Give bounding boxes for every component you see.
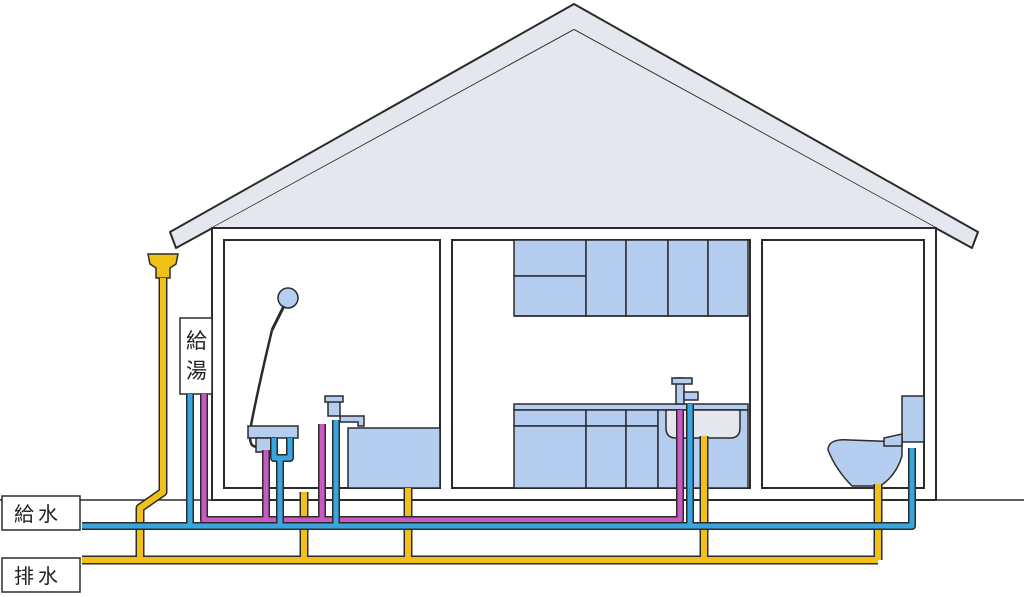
hot-water-pipes (200, 394, 684, 524)
water-heater-label-bottom: 湯 (186, 359, 207, 383)
bathtub (347, 427, 441, 489)
supply-water-pipes (82, 394, 916, 530)
drain-label: 排水 (14, 564, 62, 588)
water-heater-label-top: 給 (186, 329, 207, 353)
supply-label: 給水 (14, 502, 62, 526)
drain-pipes (82, 278, 883, 565)
roof (169, 3, 979, 249)
wall-cabinets (513, 239, 749, 317)
attic (212, 30, 936, 228)
water-heater-box (179, 317, 213, 395)
kitchen-faucet (671, 377, 699, 405)
drain-label-box (1, 557, 81, 593)
supply-label-box (1, 495, 81, 531)
shower (247, 287, 299, 453)
toilet (827, 395, 925, 487)
rain-gutter-funnel (147, 253, 179, 279)
kitchen-sink (665, 409, 741, 439)
